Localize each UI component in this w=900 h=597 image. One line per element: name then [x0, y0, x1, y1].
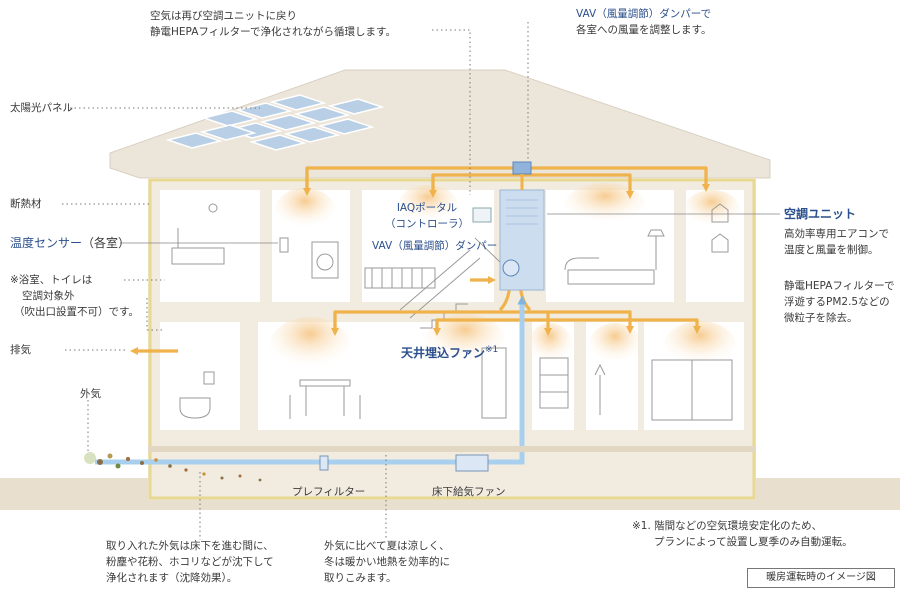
ceiling-fan-title: 天井埋込ファン: [401, 346, 486, 360]
temp-sensor-label: 温度センサー（各室）: [10, 235, 130, 251]
ac-unit-desc-1: 高効率専用エアコンで 温度と風量を制御。: [784, 226, 889, 258]
bath-note-line-3: （吹出口設置不可）です。: [14, 306, 139, 318]
prefilter-label: プレフィルター: [292, 486, 366, 498]
fresh-air-duct: [95, 295, 527, 465]
exhaust-label: 排気: [10, 344, 31, 356]
underfloor-fan-icon: [455, 454, 489, 472]
settle-note-line-3: 浄化されます（沈降効果）。: [106, 572, 238, 584]
solar-panel-icon: [165, 94, 385, 151]
footnote-line-2: プランによって設置し夏季のみ自動運転。: [654, 536, 853, 548]
temp-sensor-title: 温度センサー: [10, 236, 83, 250]
ceiling-fan-mark: ※1: [485, 345, 499, 355]
settle-note-line-2: 粉塵や花粉、ホコリなどが沈下して: [106, 556, 274, 568]
bath-note-line-2: 空調対象外: [22, 290, 75, 302]
foundation: [148, 446, 756, 452]
ac-unit-desc-2: 静電HEPAフィルターで 浮遊するPM2.5などの 微粒子を除去。: [784, 278, 895, 326]
dust-particles: [84, 452, 262, 482]
prefilter-icon: [319, 455, 329, 471]
ceiling-fan-label: 天井埋込ファン※1: [401, 342, 498, 361]
insulation-frame: [148, 178, 756, 500]
vav-top-desc: 各室への風量を調整します。: [576, 24, 712, 36]
footnote-line-1: ※1. 階間などの空気環境安定化のため、: [632, 520, 823, 532]
solar-label: 太陽光パネル: [10, 102, 73, 114]
ac-unit-desc-2-line-3: 微粒子を除去。: [784, 312, 858, 324]
geo-note-line-3: 取りこみます。: [324, 572, 397, 584]
iaq-portal-line-2: （コントローラ）: [385, 218, 469, 230]
vav-top-caption: VAV（風量調節）ダンパーで 各室への風量を調整します。: [576, 6, 711, 38]
bath-note-line-1: ※浴室、トイレは: [10, 274, 93, 286]
air-return-line-1: 空気は再び空調ユニットに戻り: [150, 10, 297, 22]
vav-damper-mid-icon: [502, 259, 520, 277]
furniture-sketches: [171, 203, 733, 421]
geo-note-line-2: 冬は暖かい地熱を効率的に: [324, 556, 450, 568]
vav-damper-icon: [512, 161, 532, 175]
iaq-controller-icon: [472, 207, 492, 223]
bath-note: ※浴室、トイレは 空調対象外 （吹出口設置不可）です。: [10, 272, 139, 320]
temp-sensor-suffix: （各室）: [82, 236, 131, 250]
underfloor-fan-label: 床下給気ファン: [432, 486, 506, 498]
ac-unit-desc-1-line-2: 温度と風量を制御。: [784, 244, 879, 256]
settle-note-line-1: 取り入れた外気は床下を進む間に、: [106, 540, 274, 552]
ac-unit-desc-1-line-1: 高効率専用エアコンで: [784, 228, 889, 240]
geo-note-line-1: 外気に比べて夏は涼しく、: [324, 540, 450, 552]
footnote: ※1. 階間などの空気環境安定化のため、 プランによって設置し夏季のみ自動運転。: [632, 518, 853, 550]
vav-top-title: VAV（風量調節）ダンパーで: [576, 8, 712, 20]
air-return-line-2: 静電HEPAフィルターで浄化されながら循環します。: [150, 26, 396, 38]
roof: [109, 69, 771, 179]
insulation-label: 断熱材: [10, 198, 42, 210]
ac-unit-desc-2-line-1: 静電HEPAフィルターで: [784, 280, 895, 292]
iaq-portal-line-1: IAQポータル: [396, 202, 458, 214]
ac-unit-title: 空調ユニット: [784, 207, 857, 221]
outside-air-label: 外気: [80, 388, 101, 400]
settle-note: 取り入れた外気は床下を進む間に、 粉塵や花粉、ホコリなどが沈下して 浄化されます…: [106, 538, 274, 586]
iaq-portal-label: IAQポータル （コントローラ）: [385, 200, 469, 232]
ac-unit-desc-2-line-2: 浮遊するPM2.5などの: [784, 296, 890, 308]
leader-lines: [62, 22, 529, 540]
geo-note: 外気に比べて夏は涼しく、 冬は暖かい地熱を効率的に 取りこみます。: [324, 538, 450, 586]
air-return-caption: 空気は再び空調ユニットに戻り 静電HEPAフィルターで浄化されながら循環します。: [150, 8, 396, 40]
image-note-box: 暖房運転時のイメージ図: [747, 568, 895, 588]
vav-mid-label: VAV（風量調節）ダンパー: [372, 240, 498, 252]
solid-leaders: [120, 213, 780, 263]
